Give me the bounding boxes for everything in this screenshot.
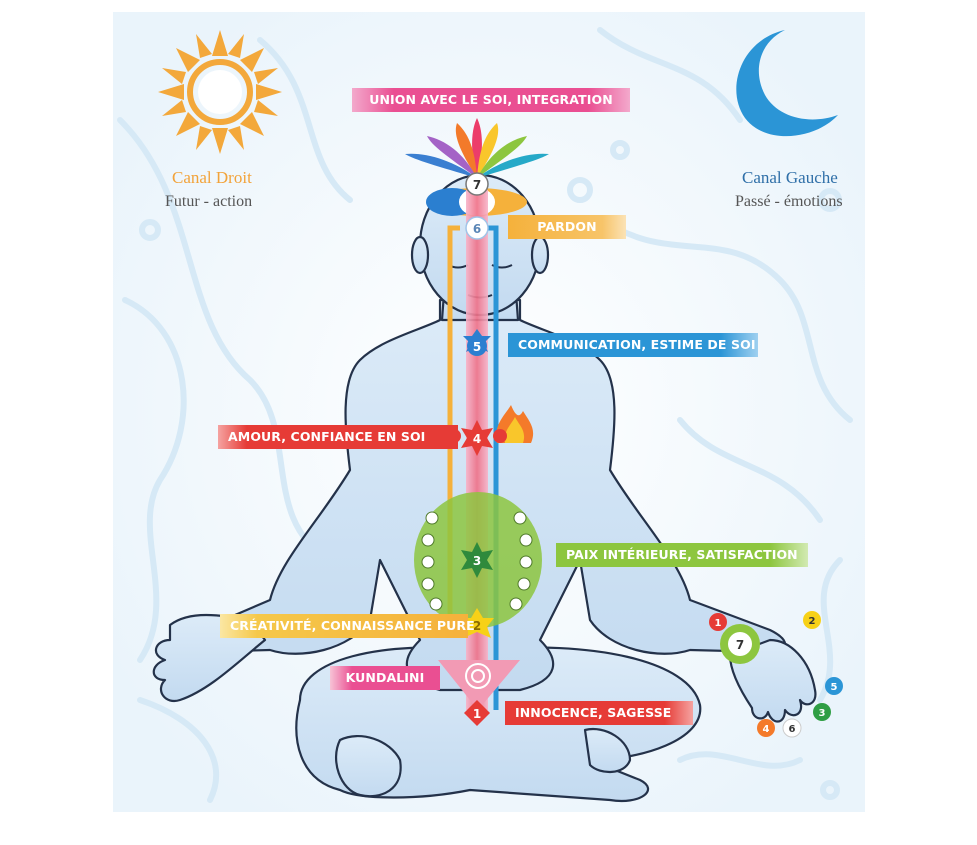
sun-icon — [158, 30, 282, 154]
chakra-marker-3 — [461, 542, 493, 578]
banner-communication: COMMUNICATION, ESTIME DE SOI — [508, 333, 758, 357]
chakra-number-2: 2 — [473, 619, 481, 633]
banner-paix: PAIX INTÉRIEURE, SATISFACTION — [556, 543, 808, 567]
canal-droit-title: Canal Droit — [172, 168, 252, 187]
heart-right-dot — [493, 429, 507, 443]
banner-innocence: INNOCENCE, SAGESSE — [505, 701, 693, 725]
decorative-pattern — [117, 27, 853, 803]
chakra-marker-1 — [464, 700, 490, 726]
canal-gauche-title: Canal Gauche — [742, 168, 838, 187]
chakra-number-3: 3 — [473, 554, 481, 568]
banner-amour: AMOUR, CONFIANCE EN SOI — [218, 425, 458, 449]
hand-number-5: 5 — [831, 682, 838, 693]
hand-number-3: 3 — [819, 708, 826, 719]
hand-number-2: 2 — [809, 616, 816, 627]
canal-droit-subtitle: Futur - action — [165, 193, 253, 210]
chakra-number-5: 5 — [473, 340, 481, 354]
chakra-number-6: 6 — [473, 222, 481, 236]
chakra-number-4: 4 — [473, 432, 481, 446]
chakra-marker-7 — [465, 172, 489, 196]
banner-creativite: CRÉATIVITÉ, CONNAISSANCE PURE — [220, 614, 475, 638]
hand-number-1: 1 — [715, 618, 722, 629]
banner-union: UNION AVEC LE SOI, INTEGRATION — [352, 88, 630, 112]
chakra-number-1: 1 — [473, 707, 481, 721]
chakra-marker-2 — [460, 608, 494, 638]
banner-pardon: PARDON — [508, 215, 626, 239]
moon-icon — [736, 30, 838, 137]
chakra-marker-4 — [461, 420, 493, 456]
chakra-marker-6 — [465, 216, 489, 240]
chakra-marker-5 — [463, 329, 491, 356]
hand-number-6: 6 — [789, 724, 796, 735]
kundalini-spiral-icon — [438, 660, 520, 710]
chakra-number-7: 7 — [473, 178, 481, 192]
hand-chakras — [709, 611, 843, 738]
canal-gauche-subtitle: Passé - émotions — [735, 193, 843, 210]
hand-number-7: 7 — [736, 638, 744, 652]
lotus-crown-icon — [405, 118, 549, 178]
hand-number-4: 4 — [763, 724, 770, 735]
banner-kundalini: KUNDALINI — [330, 666, 440, 690]
